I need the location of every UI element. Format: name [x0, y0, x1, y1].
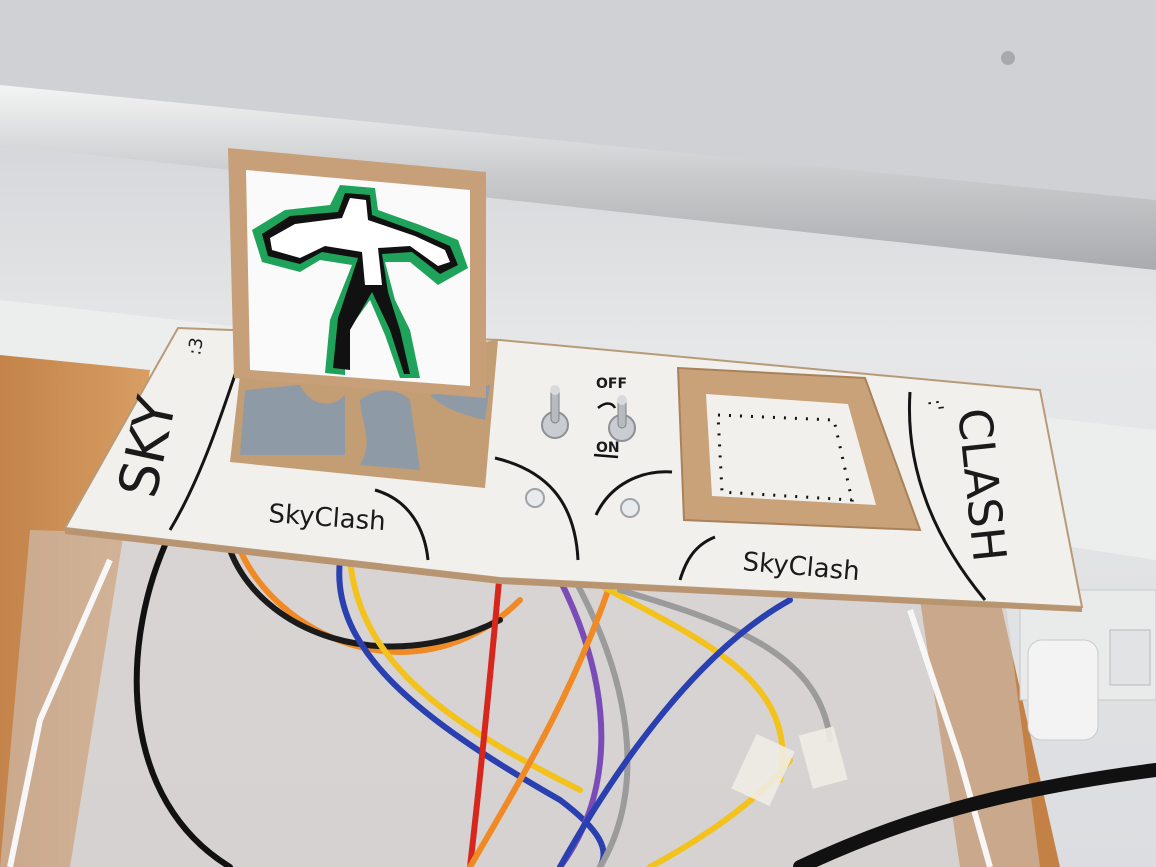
switch-on-label: ON — [596, 440, 620, 456]
plug — [1027, 639, 1099, 741]
metal-rail — [0, 85, 1156, 270]
wire-bundle — [133, 542, 1156, 867]
board-markings — [168, 344, 987, 601]
toggle-switch-1[interactable] — [541, 385, 569, 439]
led-right — [620, 498, 640, 518]
sprite-standee — [228, 148, 486, 398]
pixel-figure — [252, 185, 468, 378]
led-left — [525, 488, 545, 508]
cardboard-frame — [676, 366, 922, 532]
emoticon-left: :3 — [184, 336, 208, 357]
emoticon-right: :' — [923, 397, 948, 412]
wall-screw — [1001, 51, 1015, 65]
switch-off-label: OFF — [596, 376, 627, 392]
toggle-switch-2[interactable] — [608, 395, 636, 442]
